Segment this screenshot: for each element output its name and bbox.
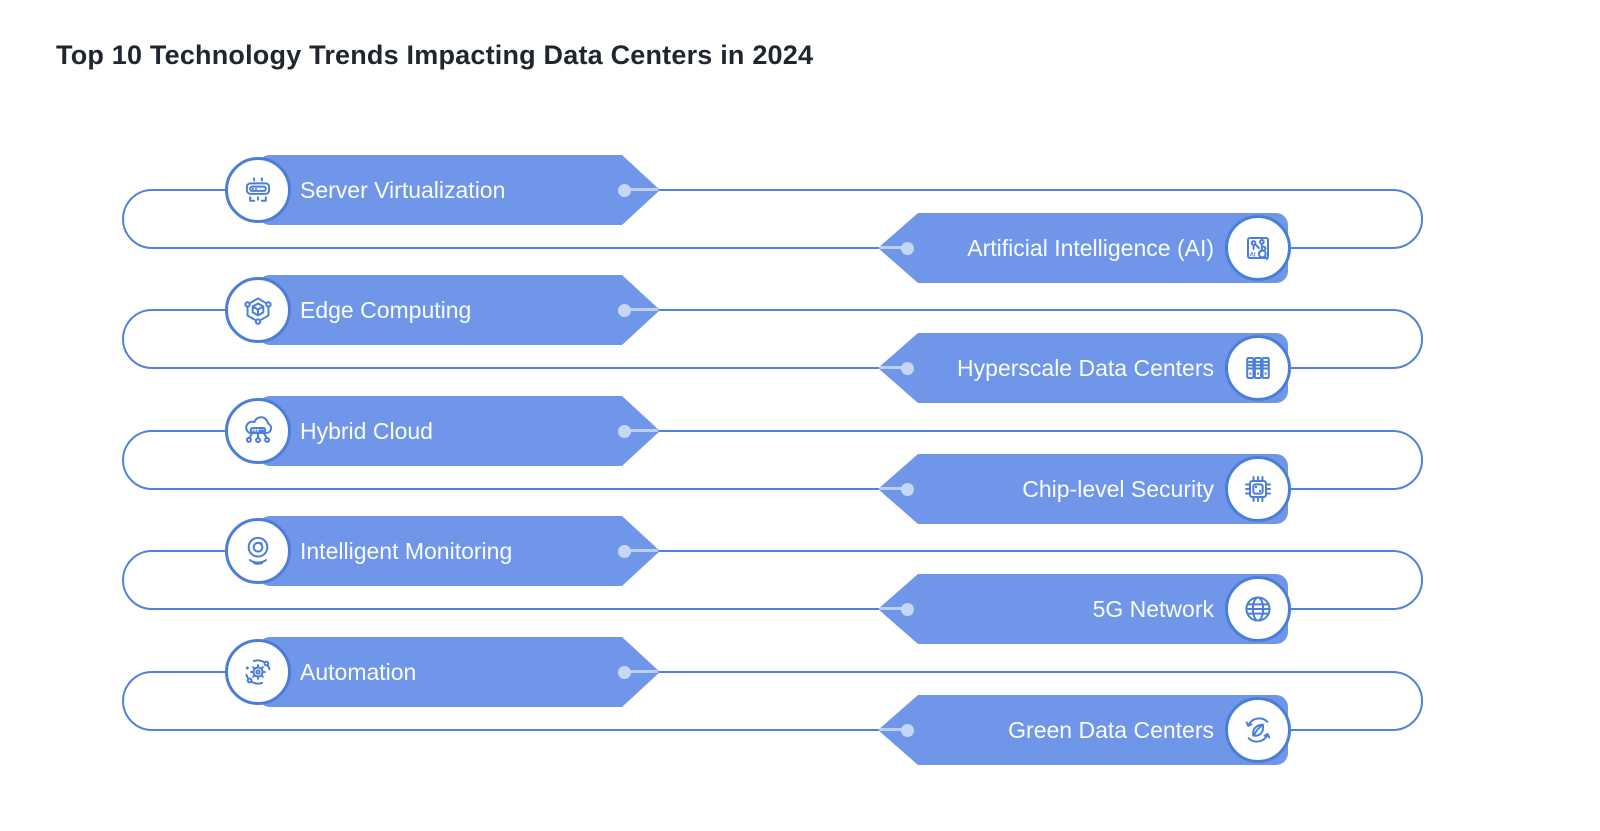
- tip-dot: [618, 666, 631, 679]
- tip-line: [879, 366, 908, 369]
- tip-dot: [901, 483, 914, 496]
- server-virtualization-icon: [245, 177, 271, 202]
- tip-dot: [901, 362, 914, 375]
- icon-circle: [225, 518, 291, 584]
- trend-banner-right: Artificial Intelligence (AI): [878, 213, 1288, 283]
- tip-dot: [618, 184, 631, 197]
- trend-banner-left: Automation: [258, 637, 660, 707]
- edge-computing-cube-icon: [244, 297, 272, 325]
- trend-label: Intelligent Monitoring: [300, 537, 513, 564]
- trend-banner-right: Hyperscale Data Centers: [878, 333, 1288, 403]
- tip-dot: [618, 425, 631, 438]
- tip-dot: [901, 603, 914, 616]
- hybrid-cloud-icon: [245, 416, 273, 444]
- connector-loop: [122, 430, 1423, 490]
- tip-line: [625, 188, 658, 191]
- connector-loop: [122, 550, 1423, 610]
- icon-circle: AI: [1225, 215, 1291, 281]
- connector-loop: [122, 309, 1423, 369]
- connector-loop: [122, 189, 1423, 249]
- icon-circle: [225, 398, 291, 464]
- connector-loop: [122, 671, 1423, 731]
- eco-leaf-recycle-icon: [1245, 717, 1271, 743]
- icon-circle: [225, 277, 291, 343]
- trend-label: Green Data Centers: [1008, 716, 1214, 743]
- svg-text:AI: AI: [1249, 251, 1255, 258]
- trend-label: Artificial Intelligence (AI): [967, 234, 1214, 261]
- tip-dot: [901, 724, 914, 737]
- trend-banner-left: Edge Computing: [258, 275, 660, 345]
- server-racks-icon: [1246, 357, 1270, 379]
- icon-circle: [225, 157, 291, 223]
- trend-label: Edge Computing: [300, 296, 472, 323]
- icon-circle: [1225, 456, 1291, 522]
- webcam-monitoring-icon: [247, 536, 269, 565]
- security-chip-icon: [1245, 476, 1271, 502]
- icon-circle: [1225, 697, 1291, 763]
- tip-line: [879, 607, 908, 610]
- trend-label: 5G Network: [1092, 595, 1214, 622]
- tip-line: [879, 246, 908, 249]
- tip-dot: [618, 304, 631, 317]
- trend-label: Automation: [300, 658, 417, 685]
- automation-gear-orbit-icon: [245, 659, 271, 685]
- trend-banner-left: Hybrid Cloud: [258, 396, 660, 466]
- trend-banner-right: Green Data Centers: [878, 695, 1288, 765]
- trend-label: Server Virtualization: [300, 176, 506, 203]
- trend-label: Hybrid Cloud: [300, 417, 433, 444]
- tip-line: [625, 549, 658, 552]
- trend-label: Chip-level Security: [1022, 475, 1214, 502]
- trend-banner-left: Server Virtualization: [258, 155, 660, 225]
- icon-circle: [1225, 335, 1291, 401]
- tip-line: [625, 429, 658, 432]
- tip-line: [625, 308, 658, 311]
- page-title: Top 10 Technology Trends Impacting Data …: [56, 40, 814, 70]
- trend-banner-right: 5G Network: [878, 574, 1288, 644]
- trend-label: Hyperscale Data Centers: [957, 354, 1214, 381]
- icon-circle: [1225, 576, 1291, 642]
- tip-dot: [618, 545, 631, 558]
- trend-banner-right: Chip-level Security: [878, 454, 1288, 524]
- tip-dot: [901, 242, 914, 255]
- tip-line: [879, 728, 908, 731]
- ai-chip-magnifier-icon: AI: [1247, 237, 1269, 260]
- globe-network-icon: [1245, 596, 1271, 622]
- icon-circle: [225, 639, 291, 705]
- tip-line: [879, 487, 908, 490]
- tip-line: [625, 670, 658, 673]
- trend-banner-left: Intelligent Monitoring: [258, 516, 660, 586]
